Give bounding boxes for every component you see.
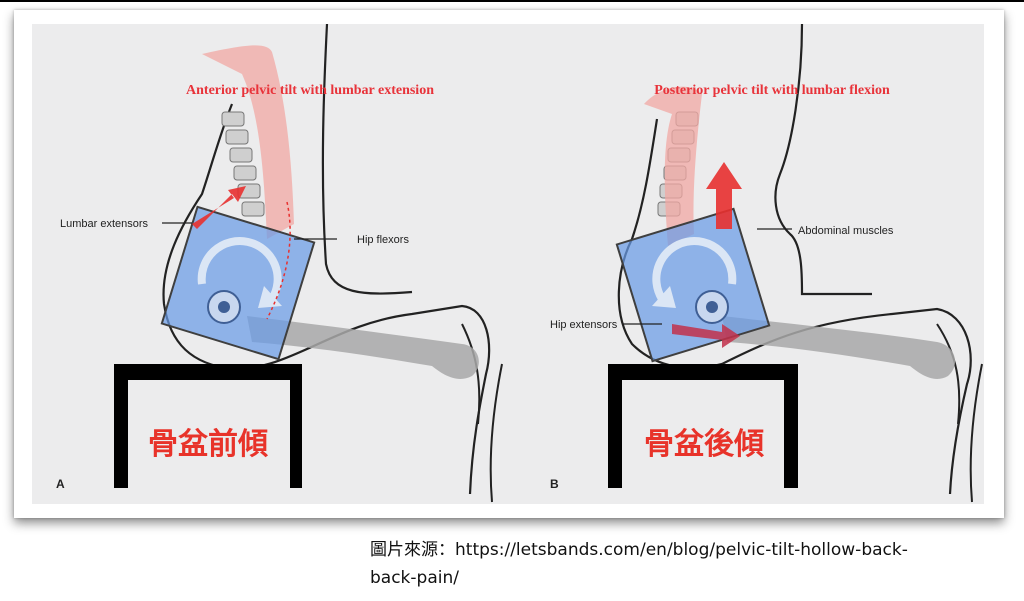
- pink-curve-arrow-a: [202, 45, 294, 239]
- femur-b: [722, 316, 956, 379]
- stool-b: [608, 364, 798, 488]
- panel-a-title: Anterior pelvic tilt with lumbar extensi…: [186, 83, 434, 98]
- leg-lower-b: [936, 323, 983, 503]
- hip-joint-center-a: [218, 301, 230, 313]
- pelvis-box-a: [160, 205, 316, 361]
- hip-flexors-dotted-a: [266, 201, 291, 320]
- panel-b: Posterior pelvic tilt with lumbar flexio…: [550, 24, 983, 503]
- panel-b-title: Posterior pelvic tilt with lumbar flexio…: [654, 83, 890, 98]
- rotation-arrow-a: [197, 237, 282, 302]
- leg-lower-a: [461, 323, 503, 503]
- pelvis-box-b: [615, 207, 771, 363]
- panel-letter-b: B: [550, 477, 559, 491]
- figure-area: Anterior pelvic tilt with lumbar extensi…: [32, 24, 984, 504]
- caption-line-2: back-pain/: [370, 568, 459, 588]
- label-lumbar-extensors: Lumbar extensors: [60, 218, 149, 230]
- femur-a: [247, 316, 479, 379]
- rotation-arrowhead-b: [652, 286, 676, 308]
- panel-letter-a: A: [56, 477, 65, 491]
- stool-a: [114, 364, 302, 488]
- photo-frame: Anterior pelvic tilt with lumbar extensi…: [14, 10, 1004, 518]
- label-abdominal-muscles: Abdominal muscles: [798, 225, 894, 237]
- label-hip-extensors: Hip extensors: [550, 319, 618, 331]
- image-source-caption: 圖片來源：https://letsbands.com/en/blog/pelvi…: [370, 536, 970, 592]
- hip-joint-center-b: [706, 301, 718, 313]
- top-rule: [0, 0, 1024, 2]
- pink-curve-arrow-b: [644, 86, 702, 246]
- red-arrow-b: [706, 162, 742, 229]
- red-arrow-a: [192, 186, 246, 229]
- rotation-arrowhead-a: [258, 286, 282, 308]
- rotation-arrow-b: [652, 237, 737, 302]
- chinese-label-posterior: 骨盆後傾: [644, 427, 764, 462]
- chinese-label-anterior: 骨盆前傾: [148, 427, 268, 462]
- caption-line-1: 圖片來源：https://letsbands.com/en/blog/pelvi…: [370, 540, 908, 560]
- label-hip-flexors: Hip flexors: [357, 234, 409, 246]
- panel-a: Anterior pelvic tilt with lumbar extensi…: [56, 24, 503, 503]
- pelvic-tilt-diagram: Anterior pelvic tilt with lumbar extensi…: [56, 24, 983, 503]
- red-arrow-lower-b: [672, 324, 740, 348]
